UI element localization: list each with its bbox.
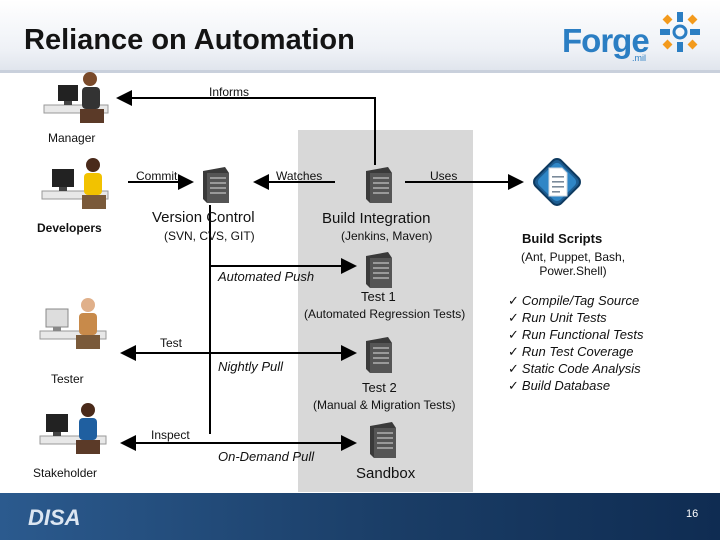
forge-gear-icon xyxy=(660,12,700,52)
forge-mil-logo: Forge .mil xyxy=(562,10,702,68)
sandbox-title: Sandbox xyxy=(356,465,416,482)
slide-footer xyxy=(0,493,720,540)
watches-label: Watches xyxy=(276,169,323,183)
build-steps-checklist: Compile/Tag Source Run Unit Tests Run Fu… xyxy=(508,292,644,394)
informs-label: Informs xyxy=(209,85,250,99)
checklist-item: Run Unit Tests xyxy=(508,309,644,326)
checklist-item: Run Test Coverage xyxy=(508,343,644,360)
build-scripts-document-icon xyxy=(533,158,581,206)
manager-person-icon xyxy=(43,72,109,123)
logo-wordmark: Forge xyxy=(562,22,650,59)
test2-server-icon xyxy=(366,337,392,373)
checklist-item: Build Database xyxy=(508,377,644,394)
build-integration-server-icon xyxy=(366,167,392,203)
tester-person-icon xyxy=(39,298,107,349)
on-demand-pull-label: On-Demand Pull xyxy=(218,449,315,464)
header-divider xyxy=(0,70,720,73)
stakeholder-label: Stakeholder xyxy=(33,466,98,480)
test1-detail: (Automated Regression Tests) xyxy=(304,307,466,321)
build-integration-detail: (Jenkins, Maven) xyxy=(341,229,433,243)
test1-server-icon xyxy=(366,252,392,288)
version-control-title: Version Control xyxy=(152,209,255,226)
automated-push-label: Automated Push xyxy=(218,269,315,284)
uses-label: Uses xyxy=(430,169,458,183)
logo-domain: .mil xyxy=(632,53,646,63)
test1-title: Test 1 xyxy=(361,289,396,304)
nightly-pull-label: Nightly Pull xyxy=(218,359,284,374)
test2-title: Test 2 xyxy=(362,380,397,395)
informs-arrow xyxy=(116,90,376,165)
developers-label: Developers xyxy=(37,221,102,235)
test-label: Test xyxy=(160,336,183,350)
manager-label: Manager xyxy=(48,131,96,145)
sandbox-server-icon xyxy=(370,422,396,458)
page-number: 16 xyxy=(686,508,699,520)
tester-label: Tester xyxy=(51,372,84,386)
developers-person-icon xyxy=(41,158,109,209)
stakeholder-person-icon xyxy=(39,403,107,454)
disa-logo: DISA xyxy=(28,505,81,530)
checklist-item: Run Functional Tests xyxy=(508,326,644,343)
checklist-item: Static Code Analysis xyxy=(508,360,644,377)
test2-detail: (Manual & Migration Tests) xyxy=(313,398,456,412)
slide-title: Reliance on Automation xyxy=(24,24,355,56)
build-scripts-detail-1: (Ant, Puppet, Bash, xyxy=(520,250,626,264)
checklist-item: Compile/Tag Source xyxy=(508,292,644,309)
inspect-label: Inspect xyxy=(151,428,190,442)
build-integration-title: Build Integration xyxy=(322,210,431,227)
build-scripts-title: Build Scripts xyxy=(522,231,603,246)
version-control-server-icon xyxy=(203,167,229,203)
commit-label: Commit xyxy=(136,169,178,183)
version-control-detail: (SVN, CVS, GIT) xyxy=(164,229,255,243)
slide-header xyxy=(0,0,720,72)
build-scripts-detail-2: Power.Shell) xyxy=(539,264,607,278)
